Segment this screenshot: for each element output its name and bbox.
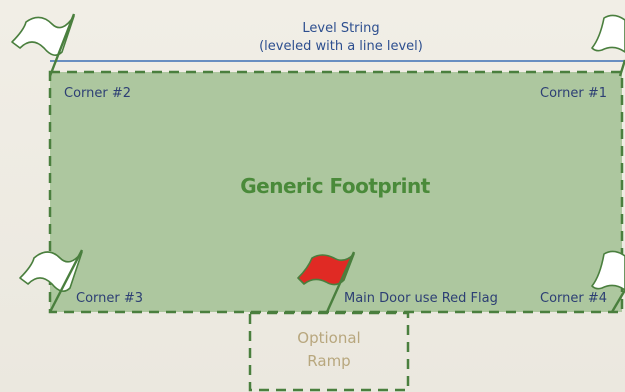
red-flag-icon-main-door <box>297 251 356 313</box>
flag-icon-corner-4 <box>591 250 625 313</box>
flag-icon-corner-3 <box>19 249 84 313</box>
footprint-title: Generic Footprint <box>240 174 430 198</box>
corner-1-label: Corner #1 <box>540 86 608 101</box>
ramp-outline <box>248 311 410 392</box>
level-string-subtitle: (leveled with a line level) <box>259 39 423 54</box>
corner-4-label: Corner #4 <box>540 291 608 306</box>
level-string-title: Level String <box>302 21 380 36</box>
main-door-label: Main Door use Red Flag <box>344 291 498 306</box>
flag-icon-corner-2 <box>11 13 76 77</box>
ramp-label-line-1: Optional <box>297 329 361 347</box>
ramp-label-line-2: Ramp <box>307 352 351 370</box>
corner-3-label: Corner #3 <box>76 291 144 306</box>
flag-icon-corner-1 <box>591 14 625 77</box>
corner-2-label: Corner #2 <box>64 86 132 101</box>
